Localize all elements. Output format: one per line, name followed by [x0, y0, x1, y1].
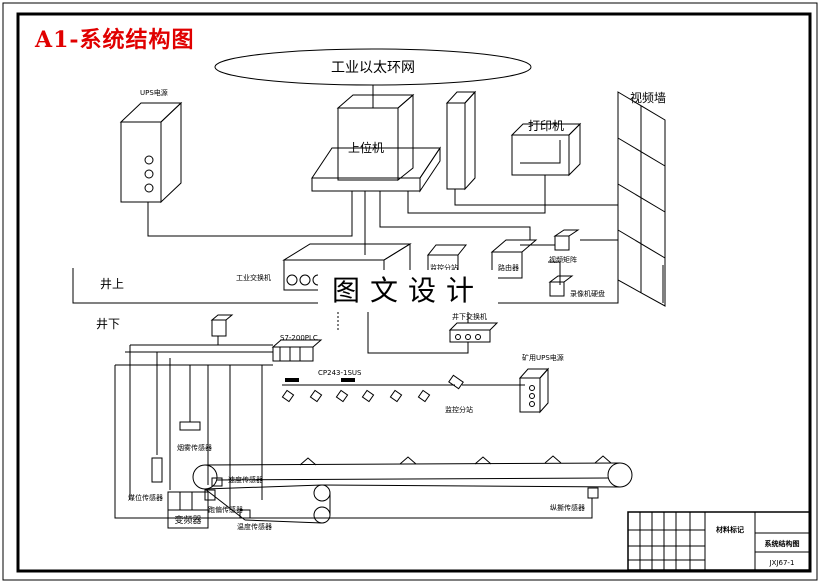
monitor-device: 监控分站 [426, 244, 468, 274]
conveyor-belt [192, 455, 633, 524]
ups-label: UPS电源 [140, 88, 168, 97]
monitor-device-label: 监控分站 [430, 263, 458, 272]
router-label: 路由器 [498, 263, 519, 272]
inner-frame [16, 12, 812, 573]
vfd-unit: 变频器 [167, 491, 209, 529]
industrial-switch-label: 工业交换机 [236, 273, 271, 282]
underground-switch-label: 井下交换机 [452, 312, 487, 321]
mine-ups: 矿用UPS电源 [518, 353, 564, 414]
video-wall-label: 视频墙 [630, 90, 666, 105]
speed-sensor [211, 477, 223, 487]
level-sensor: 煤位传感器 [128, 457, 163, 502]
vfd-label: 变频器 [174, 514, 201, 526]
deviation-sensor-label: 跑偏传感器 [208, 505, 243, 514]
recorder-label: 录像机硬盘 [570, 289, 605, 298]
mine-ups-label: 矿用UPS电源 [522, 353, 564, 362]
title-block-name: 材料标记 [715, 525, 744, 534]
underground-switch: 井下交换机 [448, 312, 499, 343]
video-matrix: 视频矩阵 [549, 229, 580, 264]
cp-label: CP243-1SUS [318, 369, 362, 377]
level-sensor-label: 煤位传感器 [128, 493, 163, 502]
printer: 打印机 [510, 119, 582, 177]
printer-label: 打印机 [528, 119, 564, 133]
tear-sensor-label: 纵撕传感器 [550, 503, 585, 512]
ethernet-label: 工业以太环网 [331, 60, 415, 76]
tower-server [445, 90, 477, 191]
underground-label: 井下 [96, 317, 120, 331]
deviation-sensor [204, 489, 216, 501]
ups-unit: UPS电源 [119, 88, 183, 204]
plc-label: S7-200PLC [280, 334, 318, 342]
plc-unit: S7-200PLC CP243-1SUS [210, 314, 362, 377]
temp-sensor-label: 温度传感器 [237, 522, 272, 531]
tear-sensor [587, 487, 599, 499]
router: 路由器 [490, 239, 538, 279]
title-block-drawing: 系统结构图 [765, 539, 800, 548]
title-block-number: JXJ67-1 [769, 559, 795, 567]
title-block: 材料标记 系统结构图 JXJ67-1 [627, 511, 811, 571]
watermark-text: 图文设计 [318, 270, 498, 312]
recorder: 录像机硬盘 [548, 275, 605, 298]
video-wall: 视频墙 [617, 90, 666, 307]
page-title: A1-系统结构图 [35, 27, 195, 53]
host-pc-label: 上位机 [348, 140, 384, 155]
smoke-sensor: 烟雾传感器 [177, 421, 212, 452]
monitor-split-label: 监控分站 [445, 405, 473, 414]
speed-sensor-label: 速度传感器 [228, 475, 263, 484]
video-matrix-label: 视频矩阵 [549, 255, 577, 264]
camera-row [281, 374, 464, 403]
smoke-sensor-label: 烟雾传感器 [177, 443, 212, 452]
host-pc: 上位机 [311, 93, 441, 193]
temp-sensor [239, 509, 251, 519]
surface-label: 井上 [100, 277, 124, 291]
